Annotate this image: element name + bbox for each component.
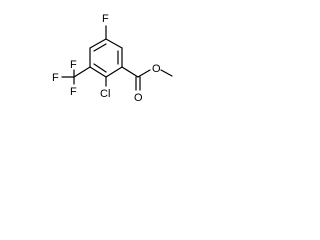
ester-oxygen-label: O — [152, 63, 161, 75]
ring-double-bond-inner-3 — [93, 63, 107, 73]
molecule-structure: F F F F Cl O O — [52, 13, 173, 104]
bond-ester-oxygen — [137, 69, 151, 78]
ring-bond-c4-c5 — [105, 66, 123, 78]
bond-to-ester-carbon — [121, 66, 139, 78]
bond-methyl — [160, 69, 173, 77]
carbonyl-oxygen-label: O — [134, 92, 143, 104]
bond-to-cf3-carbon — [73, 66, 91, 78]
cf3-fluorine-bottom-label: F — [70, 86, 77, 98]
fluorine-top-label: F — [102, 13, 109, 25]
chlorine-label: Cl — [100, 88, 110, 100]
cf3-fluorine-top-label: F — [70, 59, 77, 71]
cf3-fluorine-left-label: F — [52, 72, 59, 84]
ring-bond-c5-c6 — [89, 66, 107, 78]
structure-canvas: F F F F Cl O O — [0, 0, 203, 137]
benzene-ring — [89, 38, 123, 78]
ring-double-bond-inner-1 — [93, 43, 107, 52]
ring-bond-c2-c3 — [105, 38, 123, 49]
ring-bond-c1-c2 — [89, 38, 107, 49]
